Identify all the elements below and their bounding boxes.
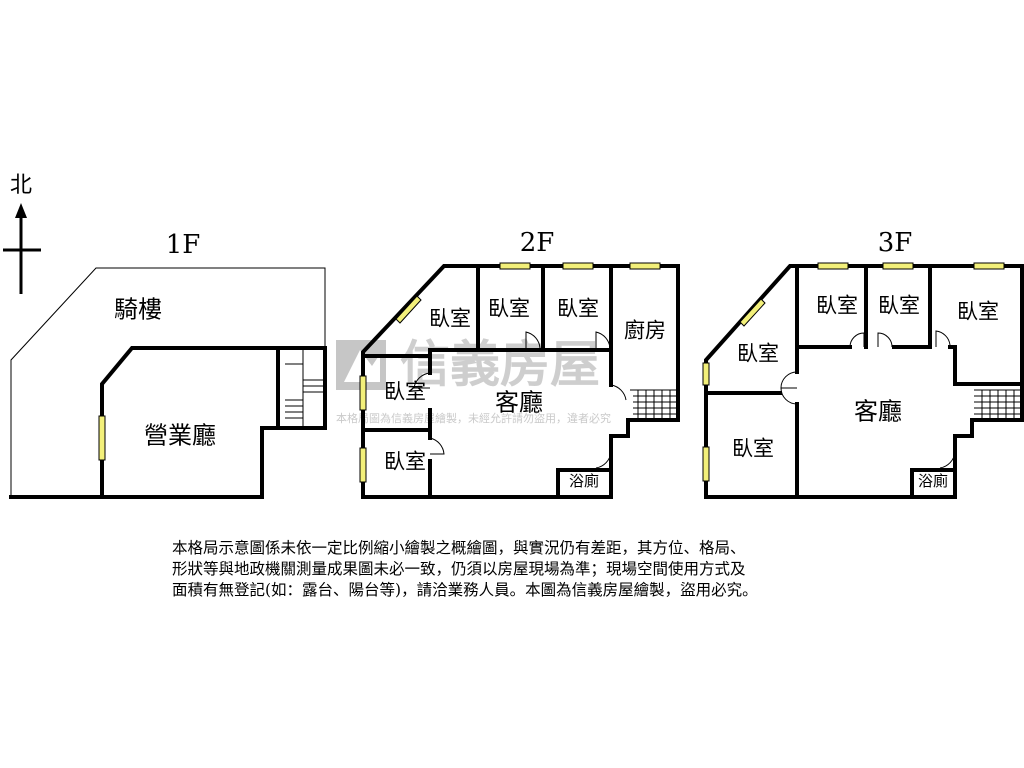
3f-door-2 <box>877 332 893 348</box>
2f-window-5 <box>359 447 367 483</box>
1f-door <box>111 351 129 373</box>
2f-window-4 <box>359 375 367 411</box>
floor-3f-label: 3F <box>878 228 913 258</box>
2f-kitchen: 廚房 <box>624 319 666 343</box>
3f-door-1 <box>849 332 865 348</box>
floor-3f: 3F <box>702 228 1024 499</box>
1f-stair-wall <box>276 346 327 430</box>
1f-lot-outline <box>10 267 326 497</box>
floor-2f: 2F <box>359 228 680 499</box>
2f-bed-c: 臥室 <box>557 297 599 321</box>
2f-bath: 浴廁 <box>569 472 599 490</box>
3f-living: 客廳 <box>854 398 902 426</box>
2f-window-3 <box>629 262 661 270</box>
3f-door-3 <box>935 330 951 347</box>
1f-stairs <box>285 363 325 419</box>
3f-bath: 浴廁 <box>918 472 948 490</box>
disclaimer-line-3: 面積有無登記(如：露台、陽台等)，請洽業務人員。本圖為信義房屋繪製，盜用必究。 <box>172 581 758 599</box>
2f-door-2 <box>595 331 611 350</box>
1f-hall: 營業廳 <box>144 422 216 450</box>
2f-door-5 <box>595 451 612 470</box>
3f-door-4 <box>780 371 798 389</box>
3f-window-1 <box>817 262 849 270</box>
floor-1f-label: 1F <box>166 230 201 260</box>
1f-arcade: 騎樓 <box>114 296 162 324</box>
3f-window-diag <box>739 298 766 327</box>
3f-bed-c: 臥室 <box>957 300 999 324</box>
3f-window-5 <box>702 446 710 482</box>
north-label: 北 <box>10 173 32 198</box>
1f-window-west <box>98 415 106 461</box>
2f-door-3 <box>413 372 431 389</box>
3f-window-2 <box>882 262 914 270</box>
3f-bed-d: 臥室 <box>737 342 779 366</box>
north-compass: 北 <box>3 173 41 294</box>
disclaimer-text: 本格局示意圖係未依一定比例縮小繪製之概繪圖，與實況仍有差距，其方位、格局、 形狀… <box>172 538 872 601</box>
watermark-brand: 信義房屋 <box>400 336 600 394</box>
watermark-note: 本格局圖為信義房屋繪製，未經允許請勿盜用，違者必究 <box>336 411 611 425</box>
2f-door-6 <box>610 384 627 401</box>
3f-door-5 <box>780 387 798 405</box>
2f-bed-a: 臥室 <box>429 307 471 331</box>
2f-door-1 <box>525 331 541 350</box>
2f-door-4 <box>429 437 445 455</box>
2f-window-1 <box>499 262 531 270</box>
2f-bed-d: 臥室 <box>384 380 426 404</box>
disclaimer-line-2: 形狀等與地政機關測量成果圖未必一致，仍須以房屋現場為準；現場空間使用方式及 <box>172 560 746 578</box>
disclaimer-line-1: 本格局示意圖係未依一定比例縮小繪製之概繪圖，與實況仍有差距，其方位、格局、 <box>172 539 746 557</box>
3f-window-3 <box>973 262 1005 270</box>
3f-bed-b: 臥室 <box>878 294 920 318</box>
2f-stairs <box>630 389 678 420</box>
2f-bed-e: 臥室 <box>384 450 426 474</box>
2f-window-2 <box>562 262 594 270</box>
2f-window-diag <box>395 295 422 324</box>
3f-window-4 <box>702 362 710 386</box>
north-arrow-head <box>15 203 27 218</box>
3f-stairs <box>974 389 1022 420</box>
3f-bed-e: 臥室 <box>732 437 774 461</box>
2f-bed-b: 臥室 <box>488 297 530 321</box>
2f-living: 客廳 <box>495 389 543 417</box>
floor-1f: 1F 騎樓 營業廳 <box>9 230 327 499</box>
3f-bed-a: 臥室 <box>816 294 858 318</box>
floor-2f-label: 2F <box>520 228 555 258</box>
3f-door-6 <box>939 451 956 470</box>
